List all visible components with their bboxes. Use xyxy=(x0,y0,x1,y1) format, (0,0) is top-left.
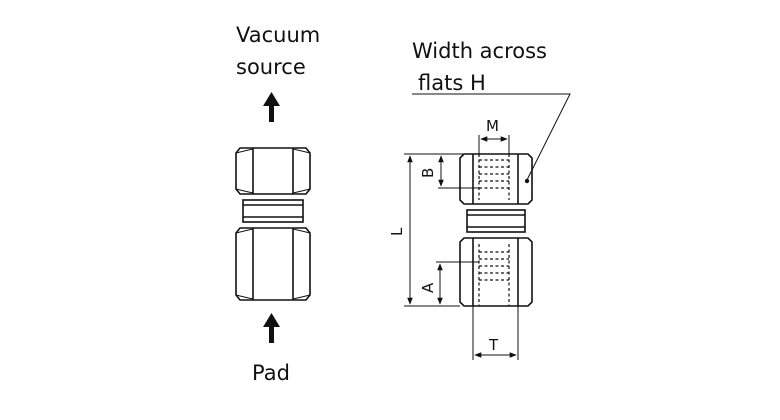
middle-collar xyxy=(242,199,304,223)
width-leader-line xyxy=(412,93,571,181)
dimension-t-label: T xyxy=(488,336,499,354)
right-dimension-view: Width across flats H xyxy=(388,39,571,360)
dimension-m: M xyxy=(478,117,510,154)
left-fitting-view: Vacuum source xyxy=(235,23,320,385)
up-arrow-icon xyxy=(263,313,280,343)
dimension-b-label: B xyxy=(419,168,437,178)
bottom-hex-nut xyxy=(235,227,311,301)
middle-collar-section xyxy=(466,209,526,233)
dimension-t: T xyxy=(472,306,519,360)
width-across-label-line2: flats H xyxy=(418,71,486,95)
width-across-label-line1: Width across xyxy=(412,39,547,63)
dimension-m-label: M xyxy=(486,117,499,135)
top-hex-nut-section xyxy=(459,153,533,205)
vacuum-source-label-line2: source xyxy=(236,55,306,79)
top-hex-nut xyxy=(235,147,311,195)
dimension-l-label: L xyxy=(388,227,406,236)
up-arrow-icon xyxy=(263,92,280,122)
vacuum-source-label-line1: Vacuum xyxy=(236,23,320,47)
bottom-hex-nut-section xyxy=(459,237,533,307)
pad-label: Pad xyxy=(252,361,290,385)
dimension-a-label: A xyxy=(419,282,437,293)
dimension-b: B xyxy=(419,153,479,189)
dimension-a: A xyxy=(419,261,479,307)
